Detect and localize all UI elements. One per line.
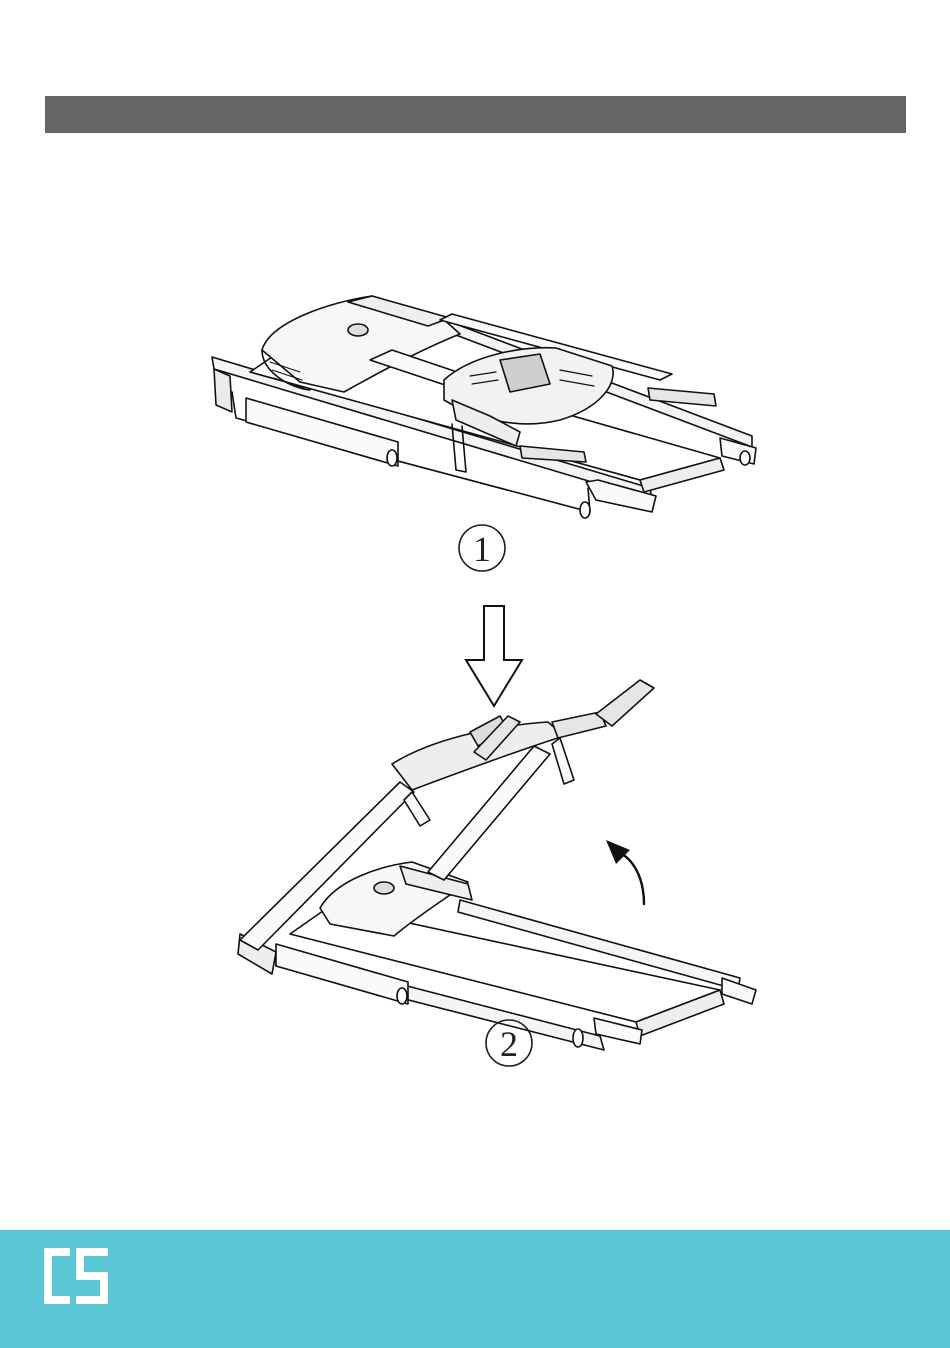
step-2-marker: 2 — [486, 1020, 532, 1066]
footer-band — [0, 1230, 950, 1348]
step-2-label: 2 — [500, 1024, 518, 1064]
folding-diagram: 1 — [0, 0, 950, 1230]
cs-logo-icon: CS — [42, 1246, 110, 1306]
step-1-label: 1 — [473, 529, 491, 569]
arrow-down-icon — [466, 606, 522, 706]
treadmill-flat-drawing — [212, 296, 756, 518]
treadmill-folded-drawing — [238, 680, 756, 1050]
step-1-marker: 1 — [459, 525, 505, 571]
curved-arrow-up-icon — [606, 840, 644, 904]
